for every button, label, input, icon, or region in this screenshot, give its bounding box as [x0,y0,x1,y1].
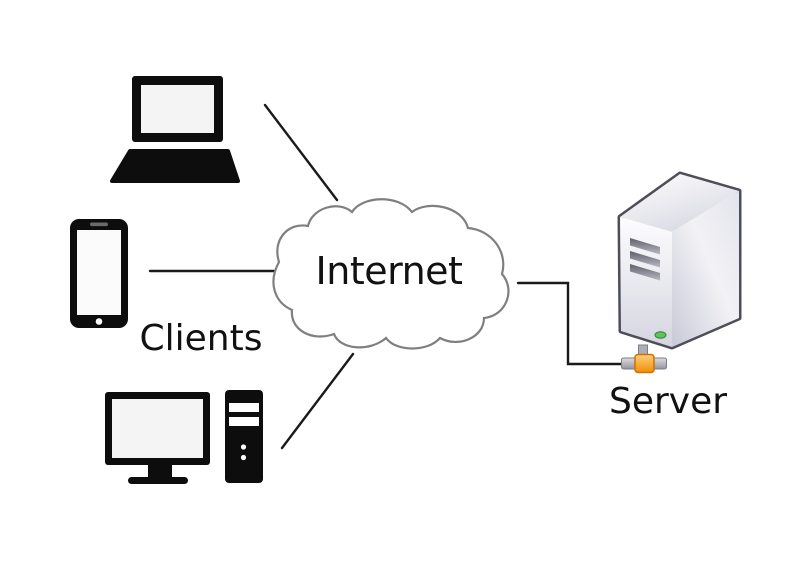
server-icon [617,171,742,374]
server-vent-2 [630,251,660,268]
laptop-icon [110,76,240,183]
smartphone-icon [70,219,128,328]
network-connector-icon [634,353,655,374]
desktop-tower [225,390,263,483]
smartphone-screen [77,230,121,315]
smartphone-home-button [95,318,103,325]
desktop-monitor-screen [112,399,203,458]
server-power-led [654,331,667,339]
desktop-tower-slot-1 [229,403,259,412]
clients-label: Clients [139,318,263,359]
server-vent-3 [630,264,660,281]
connection-lines [148,103,632,450]
server-side-face [672,191,739,347]
laptop-keyboard-base [110,149,240,183]
server-vent-1 [630,238,660,255]
desktop-tower-led-2 [240,454,247,461]
desktop-icon [105,390,263,484]
edge-laptop-internet [263,103,339,202]
edge-desktop-internet [280,352,355,450]
desktop-monitor-base [128,477,188,484]
smartphone-speaker [90,222,108,227]
laptop-screen [141,85,214,133]
desktop-tower-slot-2 [229,417,259,426]
server-label: Server [608,381,728,422]
edge-internet-server [516,281,632,366]
cloud-shape [272,198,510,350]
server-front-face [620,217,672,347]
desktop-monitor-neck [148,464,172,480]
internet-label: Internet [315,249,463,293]
server-top-face [620,174,739,232]
cloud-icon [272,198,510,350]
desktop-tower-led-1 [240,444,247,450]
